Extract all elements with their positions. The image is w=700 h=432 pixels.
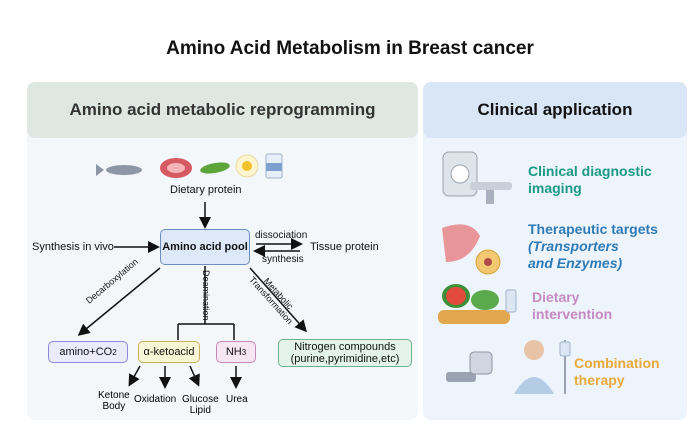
page-title: Amino Acid Metabolism in Breast cancer	[166, 38, 534, 59]
tissue-protein-label: Tissue protein	[310, 241, 379, 253]
cell-target-icon	[442, 224, 501, 275]
dietary-protein-label: Dietary protein	[170, 184, 242, 196]
therapy-patient-icon	[446, 340, 571, 394]
clinical-item-imaging: Clinical diagnostic imaging	[528, 163, 652, 196]
dissociation-label: dissociation	[255, 230, 308, 241]
nitrogen-compounds-box: Nitrogen compounds (purine,pyrimidine,et…	[278, 339, 412, 367]
glucose-lipid-label: Glucose Lipid	[182, 394, 219, 416]
left-panel-header: Amino acid metabolic reprogramming	[27, 82, 418, 138]
amino-acid-pool-box: Amino acid pool	[160, 229, 250, 265]
clinical-item-therapeutic-targets: Therapeutic targets (Transporters and En…	[528, 221, 658, 271]
meat-icon	[160, 158, 192, 178]
synthesis-in-vivo-label: Synthesis in vivo	[32, 241, 114, 253]
ketone-body-label: Ketone Body	[98, 390, 130, 412]
right-panel-header: Clinical application	[423, 82, 687, 138]
urea-label: Urea	[226, 394, 248, 405]
clinical-item-dietary: Dietary intervention	[532, 289, 613, 322]
synthesis-label: synthesis	[262, 254, 304, 265]
food-pile-icon	[438, 284, 517, 324]
deamination-label: Deamination	[201, 270, 211, 321]
egg-icon	[235, 154, 259, 178]
clinical-item-combination: Combination therapy	[574, 355, 660, 388]
alpha-ketoacid-box: α-ketoacid	[138, 341, 200, 363]
ct-scanner-icon	[442, 151, 512, 204]
vegetable-icon	[200, 162, 230, 174]
milk-icon	[265, 153, 283, 179]
fish-icon	[96, 164, 142, 176]
oxidation-label: Oxidation	[134, 394, 177, 405]
